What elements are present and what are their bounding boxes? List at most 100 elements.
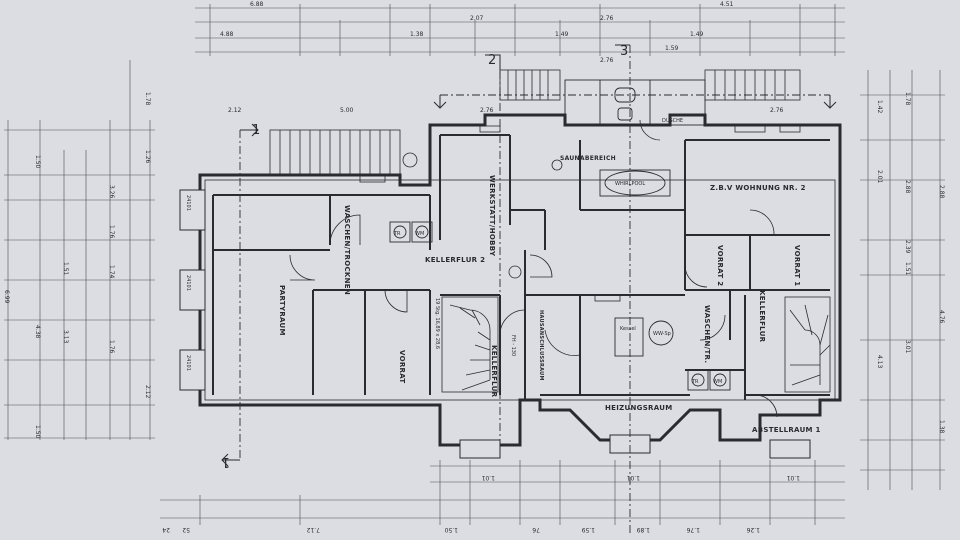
label-wm-left: WM (415, 231, 424, 237)
water-tank-circle (648, 320, 674, 346)
dim-bottom-3: 1.01 (481, 474, 495, 481)
dim-bottom-8: 1.26 (746, 526, 760, 533)
boiler-box (614, 317, 644, 357)
dim-top-4: 2.07 (470, 15, 484, 22)
dim-bottom-11: 24 (162, 526, 170, 533)
room-hausanschlussraum: HAUSANSCHLUSSRAUM (538, 310, 544, 381)
dim-bottom-9: 1.89 (636, 526, 650, 533)
dim-right-6: 3.01 (904, 340, 911, 354)
label-kessel: Kessel (620, 326, 636, 332)
window-left-1 (179, 189, 206, 231)
dim-left-11: 1.78 (144, 92, 151, 106)
dim-bottom-12: 52 (182, 526, 190, 533)
dim-right-1: 1.78 (904, 92, 911, 106)
dim-top-6: 1.59 (665, 45, 679, 52)
dim-right-2: 2.01 (876, 170, 883, 184)
dim-top-8: 4.88 (220, 31, 234, 38)
dim-left-3: 1.76 (108, 225, 115, 239)
dimension-labels: 6.88 4.51 2.76 2.07 1.38 1.59 1.49 4.88 … (3, 1, 945, 533)
label-dusche: DUSCHE (662, 118, 683, 124)
dim-top-10: 2.76 (480, 107, 494, 114)
dim-left-5: 1.76 (108, 340, 115, 354)
dim-left-6: 1.50 (34, 425, 41, 439)
window-label-3: 24101 (185, 355, 191, 371)
spiral-stair-right (784, 296, 831, 393)
room-kellerflur-right: KELLERFLUR (758, 290, 766, 343)
section-label-3: 3 (620, 44, 629, 59)
label-tr-right: TR (691, 379, 699, 385)
room-werkstatt: WERKSTATT/HOBBY (488, 175, 496, 257)
room-waschen-trocknen: WASCHEN/TROCKNEN (343, 205, 351, 295)
dim-top-14: 2.76 (600, 57, 614, 64)
room-waschen-tr: WASCHEN/TR. (703, 305, 711, 363)
section-marker-labels: 1 1 2 3 (221, 44, 628, 469)
section-label-2: 2 (488, 53, 497, 68)
room-kellerflur-2: KELLERFLUR 2 (425, 256, 485, 264)
room-abstellraum-1: ABSTELLRAUM 1 (752, 426, 821, 434)
dim-left-4: 1.74 (108, 265, 115, 279)
window-left-2 (179, 269, 206, 311)
dim-left-2: 3.26 (108, 185, 115, 199)
windows (179, 189, 811, 459)
dim-right-4: 2.39 (904, 240, 911, 254)
stair-flight-left (269, 129, 401, 176)
dim-bottom-6: 1.01 (786, 474, 800, 481)
dim-top-3: 2.76 (600, 15, 614, 22)
shower-block (564, 79, 706, 126)
room-wohnung-2: Z.B.V WOHNUNG NR. 2 (710, 184, 806, 192)
section-label-1-bottom: 1 (221, 454, 230, 469)
dimension-lines (4, 4, 945, 525)
spiral-stair-middle (441, 296, 499, 393)
window-label-2: 24101 (185, 275, 191, 291)
dim-top-13: 2.76 (770, 107, 784, 114)
dim-bottom-4: 1.59 (581, 526, 595, 533)
dim-left-7: 6.99 (3, 290, 10, 304)
dim-left-13: 1.51 (62, 262, 69, 276)
dim-left-1: 1.50 (34, 155, 41, 169)
window-bottom-1 (459, 439, 501, 459)
room-kellerflur: KELLERFLUR (490, 345, 498, 398)
dim-bottom-5: 1.76 (686, 526, 700, 533)
room-vorrat: VORRAT (398, 350, 406, 383)
dryer-box-right (687, 369, 709, 391)
label-wm-right: WM (713, 379, 722, 385)
dim-right-7: 4.76 (938, 310, 945, 324)
window-label-1: 24101 (185, 195, 191, 211)
section-markers (221, 44, 837, 467)
vent-symbol-2 (508, 265, 522, 279)
dim-bottom-2: 1.50 (444, 526, 458, 533)
dim-bottom-1: 7.12 (306, 526, 320, 533)
window-labels: 24101 24101 24101 (185, 195, 191, 371)
dim-right-11: 2.88 (938, 185, 945, 199)
washer-box-left (411, 221, 433, 243)
dim-right-8: 4.13 (876, 355, 883, 369)
section-label-1-top: 1 (252, 123, 261, 138)
room-vorrat-2: VORRAT 2 (716, 245, 724, 286)
dim-top-1: 6.88 (250, 1, 264, 8)
label-stair-note: 19 Stg. 16,89 x 28,6 (434, 298, 440, 349)
room-heizungsraum: HEIZUNGSRAUM (605, 404, 673, 412)
vent-symbol-3 (551, 159, 563, 171)
radiators (359, 125, 801, 302)
dim-left-9: 3.13 (62, 330, 69, 344)
dim-top-12: 5.00 (340, 107, 354, 114)
label-tr-left: TR (393, 231, 401, 237)
dim-top-11: 2.12 (228, 107, 242, 114)
dim-left-8: 4.38 (34, 325, 41, 339)
room-partyraum: PARTYRAUM (278, 285, 286, 336)
dim-right-9: 1.38 (938, 420, 945, 434)
dim-bottom-10: 1.01 (626, 474, 640, 481)
dim-left-10: 1.26 (144, 150, 151, 164)
label-wwsp: WW-Sp (653, 331, 671, 337)
window-bottom-3 (769, 439, 811, 459)
dim-top-9: 1.49 (690, 31, 704, 38)
dim-bottom-7: 76 (532, 526, 540, 533)
room-labels: PARTYRAUM WASCHEN/TROCKNEN WERKSTATT/HOB… (278, 155, 821, 434)
room-saunabereich: SAUNABEREICH (560, 155, 616, 162)
whirlpool-tub (604, 170, 666, 196)
dim-top-7: 1.49 (555, 31, 569, 38)
washer-box-right (709, 369, 731, 391)
dryer-box-left (389, 221, 411, 243)
